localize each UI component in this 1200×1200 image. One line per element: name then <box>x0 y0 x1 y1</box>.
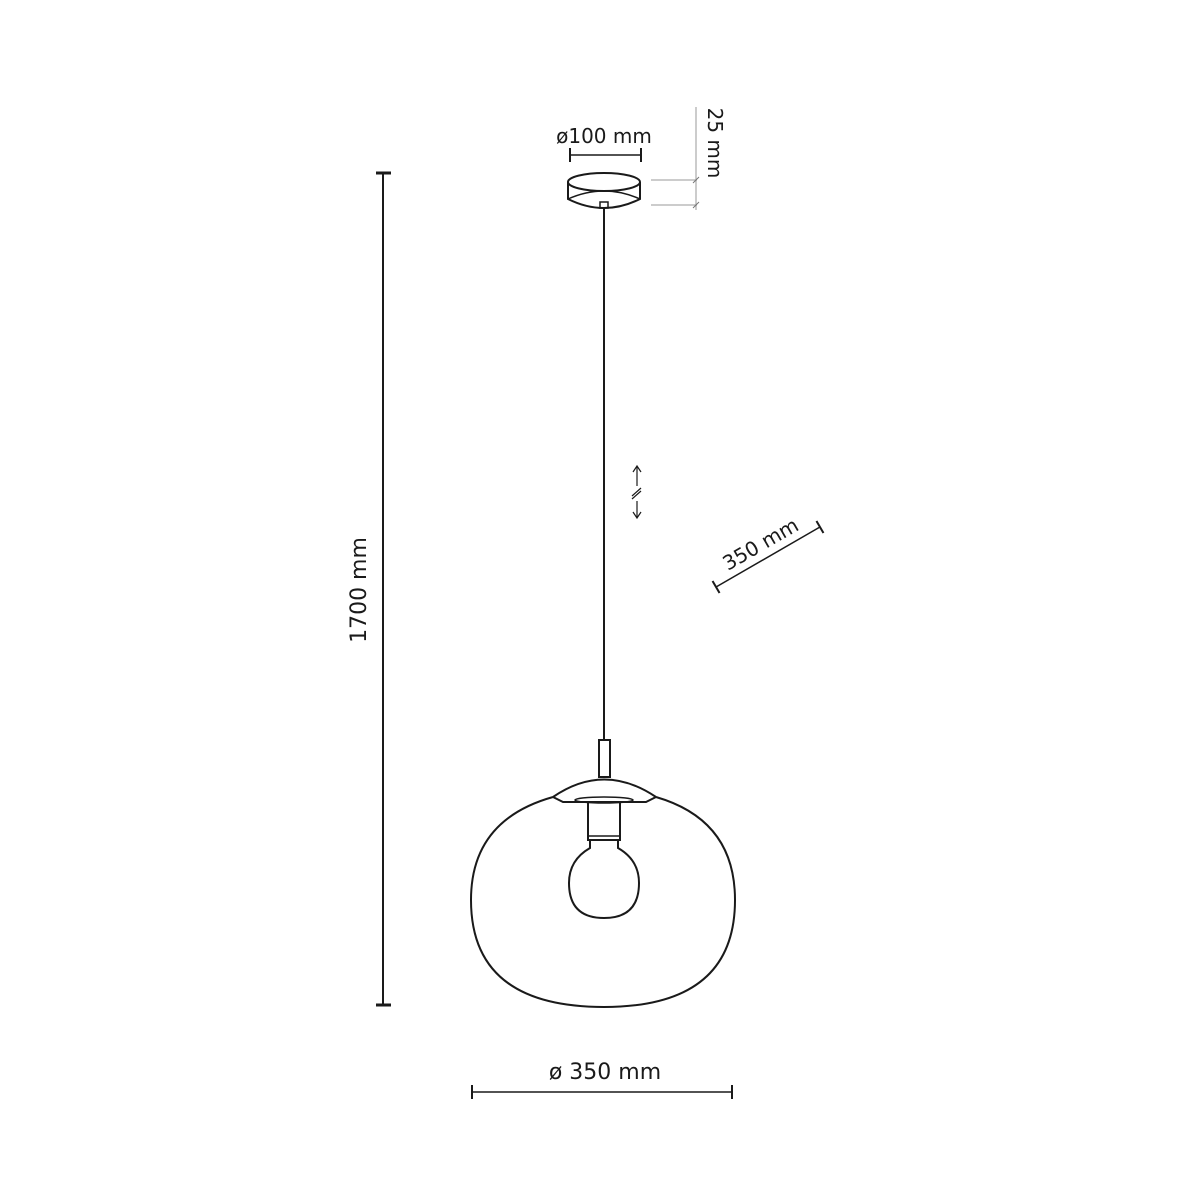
ceiling-canopy <box>567 172 641 209</box>
globe-bulb <box>567 840 641 920</box>
total-height-label: 1700 mm <box>347 537 372 643</box>
shade-diameter-dimension: ø 350 mm <box>471 1060 733 1099</box>
canopy-diameter-dimension: ø100 mm <box>556 124 652 162</box>
shade-depth-dimension: 350 mm <box>711 513 825 594</box>
total-height-dimension: 1700 mm <box>347 171 391 1007</box>
canopy-height-label: 25 mm <box>703 108 727 179</box>
socket <box>587 801 621 841</box>
lamp-stem <box>598 739 611 778</box>
canopy-diameter-label: ø100 mm <box>556 124 652 148</box>
shade-diameter-label: ø 350 mm <box>549 1060 661 1085</box>
glass-shade <box>469 796 737 1009</box>
top-cap <box>552 778 657 804</box>
canopy-height-dimension: 25 mm <box>651 107 727 210</box>
adjustable-length-arrow-icon <box>631 464 642 520</box>
